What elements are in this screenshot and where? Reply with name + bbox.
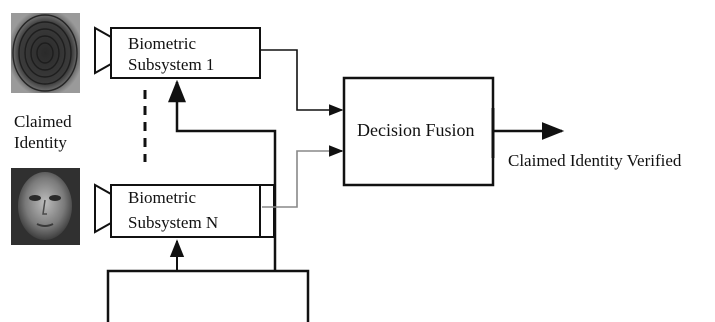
subsystem-n-line-1: Biometric <box>128 188 196 207</box>
sensor-n-icon <box>95 185 111 232</box>
output-label: Claimed Identity Verified <box>508 151 682 170</box>
arrow-subsystem-1-to-fusion <box>260 50 342 110</box>
decision-fusion-label: Decision Fusion <box>357 120 475 140</box>
fingerprint-image <box>11 13 80 93</box>
feedback-arrow-subsystem-1 <box>177 82 275 271</box>
bottom-box <box>108 271 308 322</box>
claimed-identity-label: Claimed Identity <box>14 112 76 152</box>
face-image <box>11 168 80 245</box>
subsystem-1-line-2: Subsystem 1 <box>128 55 214 74</box>
claimed-identity-line-2: Identity <box>14 133 67 152</box>
claimed-identity-line-1: Claimed <box>14 112 72 131</box>
sensor-1-icon <box>95 28 111 73</box>
subsystem-1-line-1: Biometric <box>128 34 196 53</box>
subsystem-n-line-2: Subsystem N <box>128 213 218 232</box>
